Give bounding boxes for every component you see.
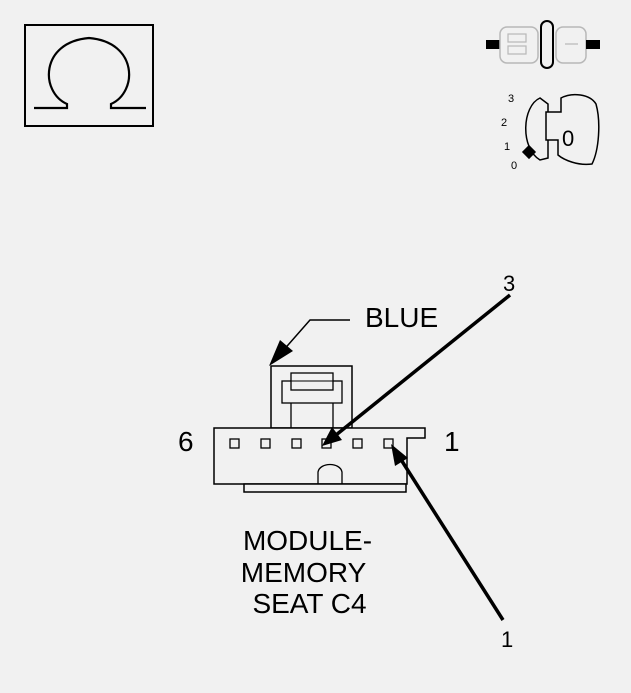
pin-1-label: 1: [444, 426, 460, 457]
pin-6-label: 6: [178, 426, 194, 457]
connector-color-label: BLUE: [365, 302, 438, 333]
callout-arrow-1: [391, 444, 505, 621]
callout-1-label: 1: [501, 627, 513, 652]
ignition-position-0: 0: [511, 160, 517, 172]
callout-3-label: 3: [503, 271, 515, 296]
connector-name-line-3: SEAT C4: [252, 588, 367, 619]
callout-arrow-3: [322, 293, 512, 446]
ignition-key-icon: [521, 93, 600, 166]
connector-name-line-2: MEMORY: [240, 557, 367, 588]
connector-c4: [213, 365, 426, 493]
omega-resistance-icon: [24, 24, 154, 127]
ignition-position-1: 1: [504, 141, 510, 153]
ignition-position-2: 2: [501, 117, 507, 129]
connector-name-line-1: MODULE-: [242, 525, 373, 556]
ignition-key-label: 0: [562, 126, 574, 151]
color-leader: [269, 319, 350, 366]
ignition-position-3: 3: [508, 93, 514, 105]
disconnected-connector-icon: [486, 20, 600, 69]
